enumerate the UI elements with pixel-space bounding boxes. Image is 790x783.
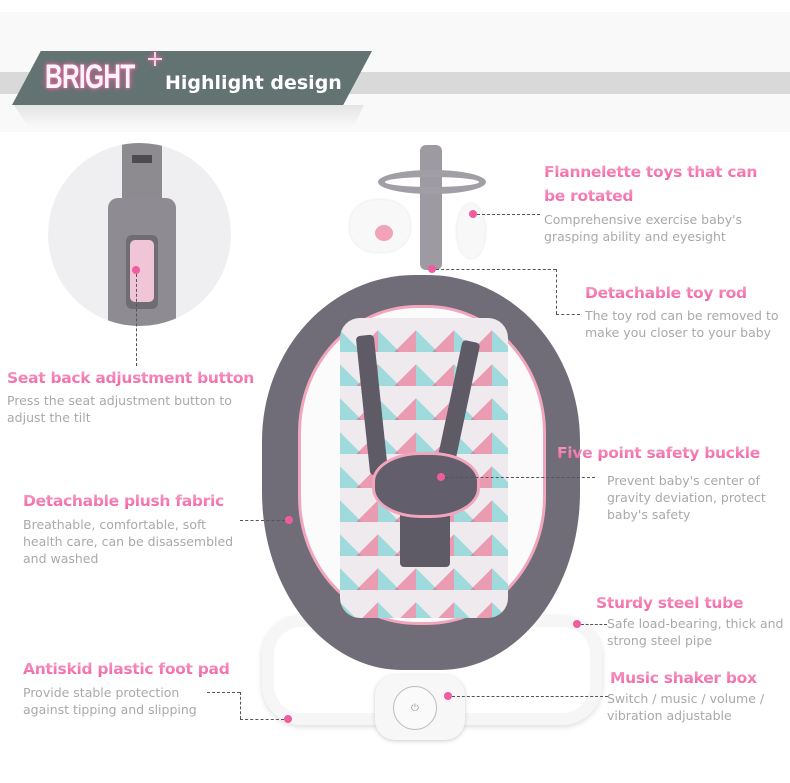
feature-desc: against tipping and slipping [23,702,197,717]
feature-desc: baby's safety [607,507,691,522]
leader-line-toys [477,214,540,215]
feature-title: Detachable toy rod [585,284,747,302]
callout-dot-seat-button [132,266,140,274]
feature-title: Detachable plush fabric [23,492,224,510]
feature-desc: gravity deviation, protect [607,490,766,505]
feature-title: Five point safety buckle [557,444,760,462]
feature-desc: vibration adjustable [607,708,732,723]
feature-title: Antiskid plastic foot pad [23,660,230,678]
handle-top [122,143,162,203]
banner-reflection [14,105,364,127]
power-icon: ⏻ [411,702,419,714]
toy-ring [378,170,486,194]
section-banner [12,51,372,105]
feature-desc: strong steel pipe [607,633,713,648]
callout-dot-music [444,692,452,700]
callout-dot-tube [573,620,581,628]
feature-desc: Switch / music / volume / [607,691,765,706]
feature-desc: Breathable, comfortable, soft [23,517,207,532]
leader-line-rod-v [556,269,557,314]
leader-line-foot-pad [207,692,240,693]
feature-desc: Prevent baby's center of [607,473,760,488]
feature-desc: Provide stable protection [23,685,180,700]
seat-button-closeup [48,143,231,326]
toy-rod [420,145,442,270]
callout-dot-buckle [437,473,445,481]
control-knob: ⏻ [393,686,437,730]
feature-title: Sturdy steel tube [596,594,744,612]
feature-desc: The toy rod can be removed to [585,308,779,323]
safety-buckle-pad [372,452,480,518]
banner-badge: BRIGHT [45,58,135,96]
callout-dot-toys [469,210,477,218]
feature-title: Seat back adjustment button [7,369,254,387]
leader-line-foot-pad-h2 [240,719,284,720]
feature-desc: and washed [23,551,99,566]
leader-line-foot-pad-v [240,692,241,719]
feature-desc: make you closer to your baby [585,325,772,340]
feature-desc: Comprehensive exercise baby's [544,212,743,227]
callout-dot-foot-pad [284,715,292,723]
feature-desc: Press the seat adjustment button to [7,393,232,408]
callout-dot-fabric [285,516,293,524]
feature-desc: Safe load-bearing, thick and [607,616,784,631]
leader-line-tube [581,624,607,625]
feature-title: Music shaker box [610,669,757,687]
sparkle-icon [148,52,162,66]
leader-line-seat-button [136,274,137,366]
leader-line-rod-h2 [556,314,580,315]
leader-line-fabric [240,520,285,521]
feature-desc: health care, can be disassembled [23,534,234,549]
feature-title: be rotated [544,187,634,205]
leader-line-music [452,696,608,697]
feature-title: Flannelette toys that can [544,163,758,181]
plush-bird-wing [375,225,393,241]
leader-line-buckle [445,477,595,478]
handle-slot [132,155,152,163]
feature-desc: grasping ability and eyesight [544,229,726,244]
callout-dot-rod [428,265,436,273]
leader-line-rod [436,269,556,270]
banner-title: Highlight design [165,72,342,94]
feature-desc: adjust the tilt [7,410,91,425]
